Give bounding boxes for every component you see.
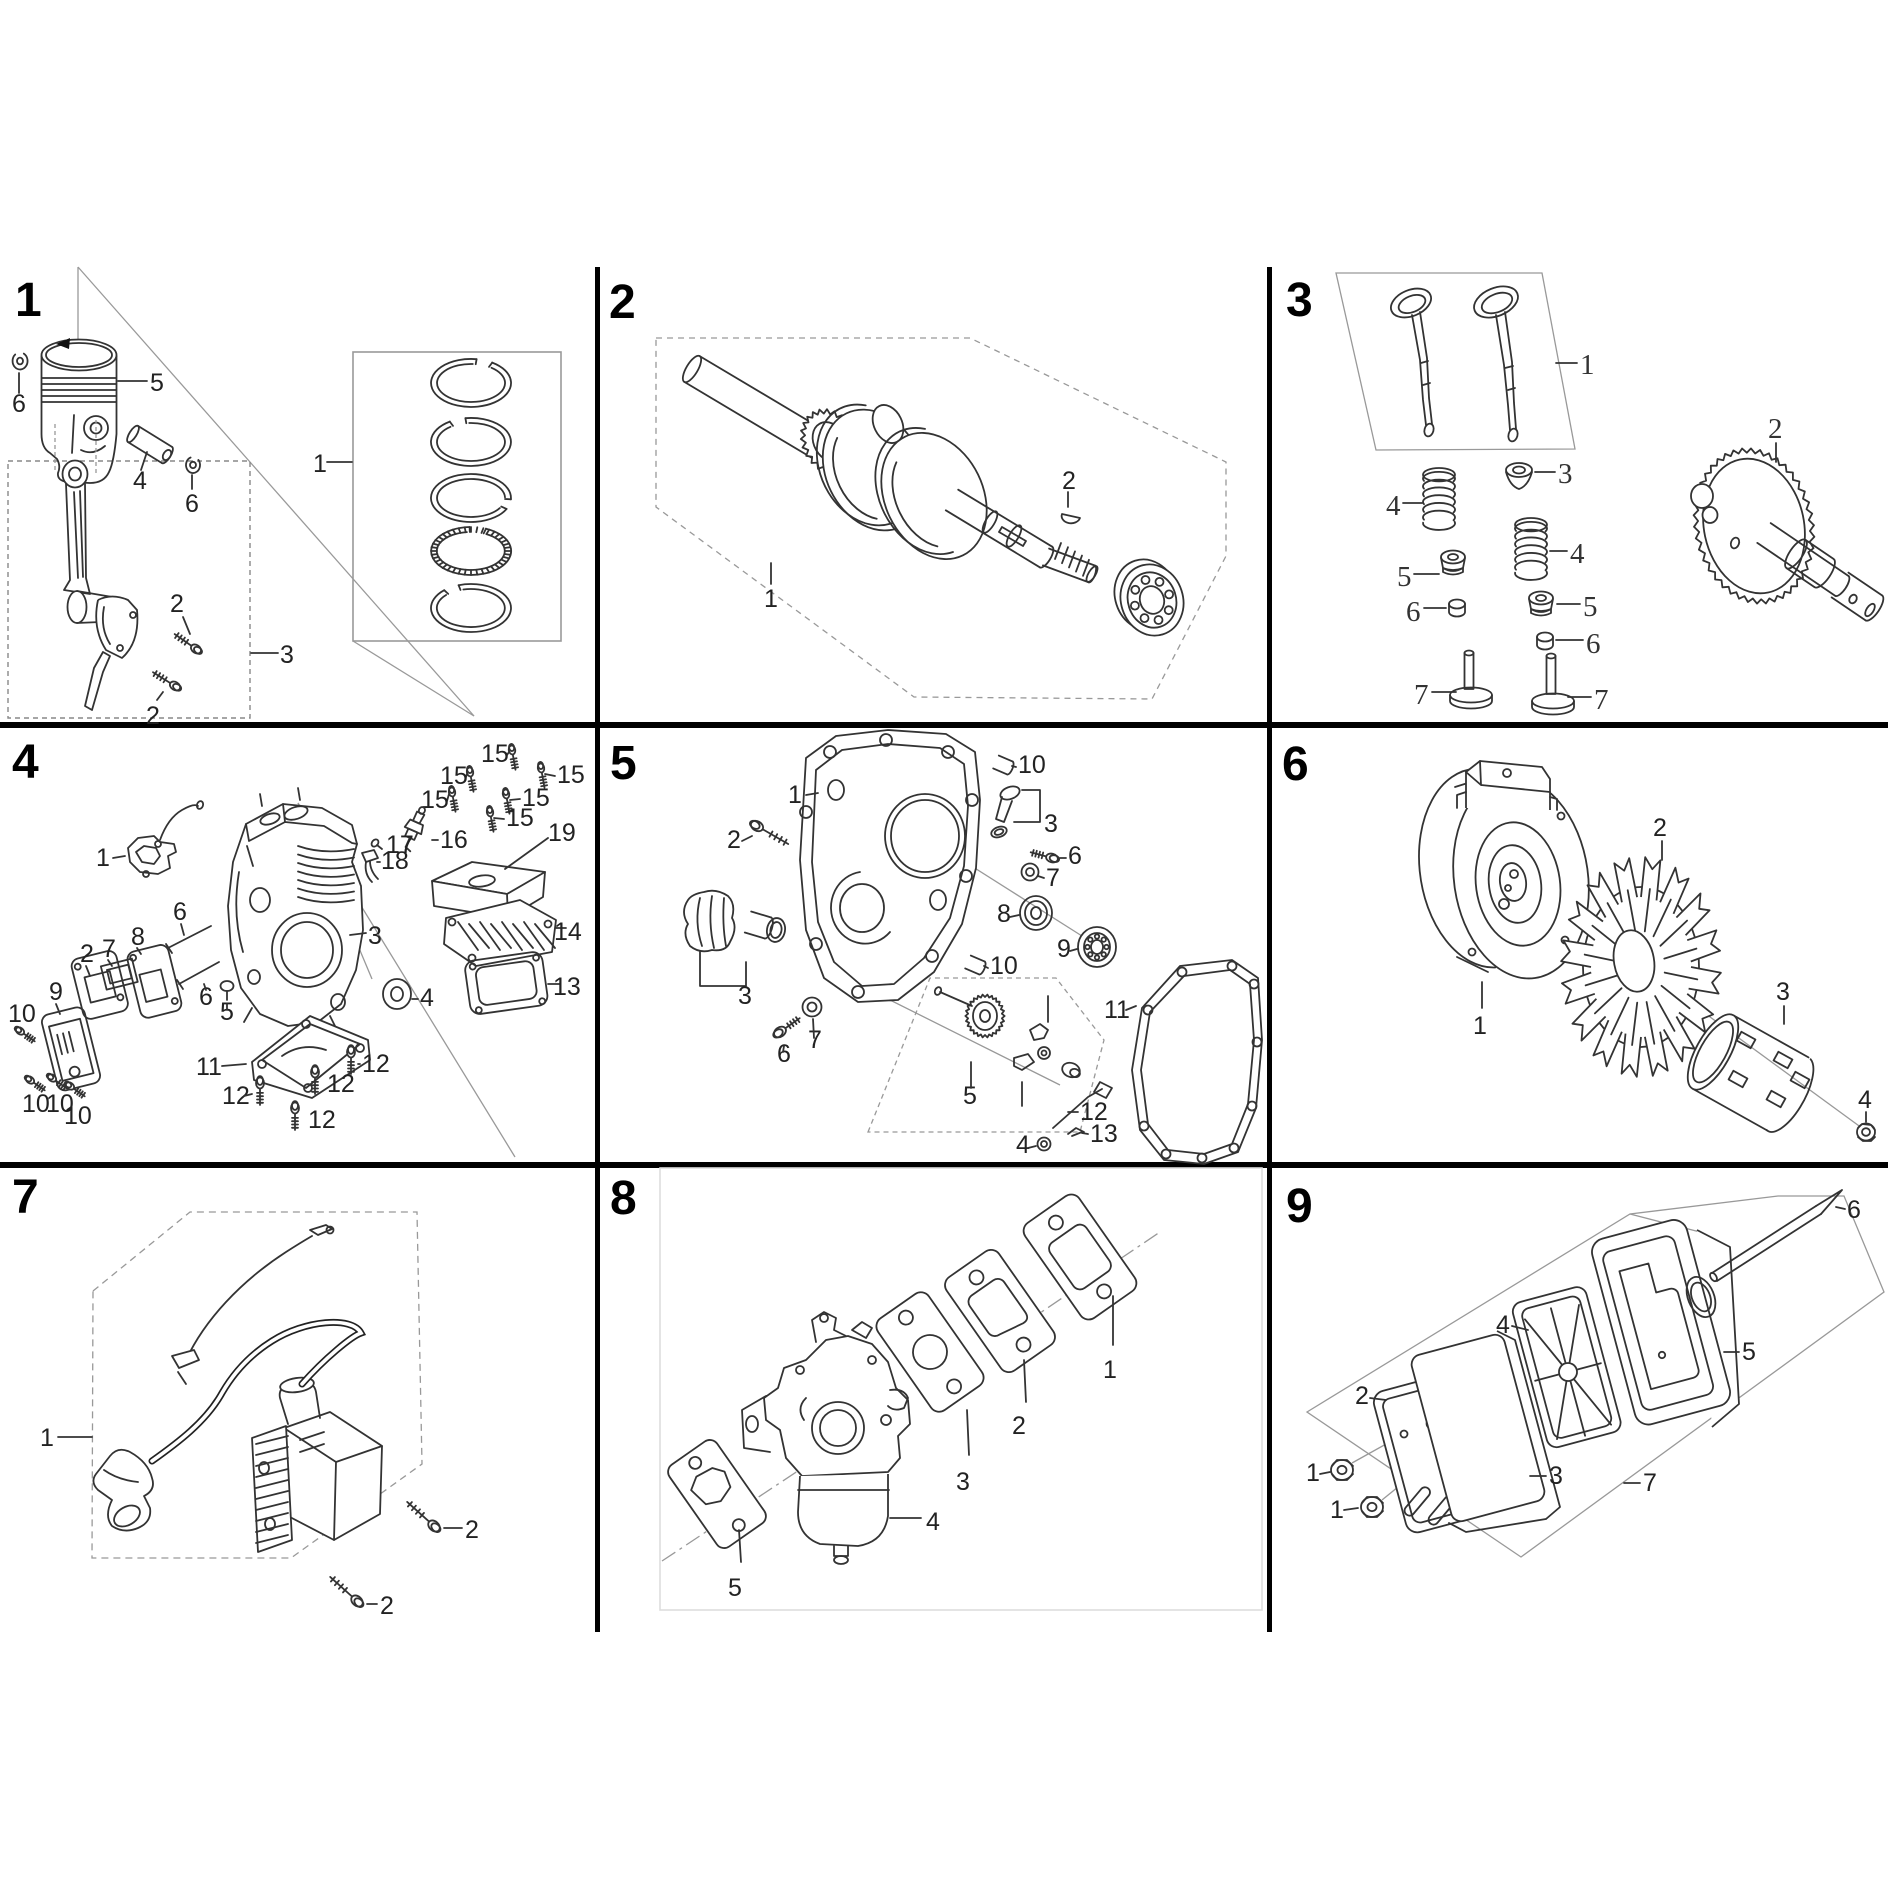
svg-text:6: 6 [185,490,199,518]
svg-text:6: 6 [1068,842,1082,870]
svg-text:1: 1 [313,450,327,478]
svg-text:13: 13 [1090,1120,1118,1148]
svg-text:2: 2 [170,590,184,618]
svg-text:12: 12 [1080,1098,1108,1126]
svg-text:18: 18 [381,847,409,875]
svg-text:3: 3 [1549,1462,1563,1490]
svg-text:1: 1 [1580,349,1595,381]
svg-text:16: 16 [440,826,468,854]
svg-text:4: 4 [1016,1131,1030,1159]
svg-text:12: 12 [308,1106,336,1134]
svg-text:9: 9 [49,978,63,1006]
svg-text:1: 1 [1306,1459,1320,1487]
svg-text:6: 6 [777,1040,791,1068]
svg-text:10: 10 [990,952,1018,980]
svg-text:3: 3 [368,922,382,950]
svg-text:4: 4 [12,736,39,789]
svg-text:11: 11 [196,1053,222,1081]
svg-text:5: 5 [150,369,164,397]
svg-text:5: 5 [1742,1338,1756,1366]
svg-text:15: 15 [522,784,550,812]
svg-text:8: 8 [997,900,1011,928]
svg-text:7: 7 [102,935,116,963]
svg-text:2: 2 [609,276,636,329]
svg-text:7: 7 [1046,864,1060,892]
svg-text:5: 5 [220,998,234,1026]
svg-text:1: 1 [1330,1496,1344,1524]
svg-text:7: 7 [1594,684,1609,716]
svg-text:7: 7 [1414,679,1429,711]
svg-text:15: 15 [440,762,468,790]
svg-text:4: 4 [420,984,434,1012]
svg-text:3: 3 [1558,458,1573,490]
svg-text:19: 19 [548,819,576,847]
svg-text:6: 6 [1847,1196,1861,1224]
svg-text:2: 2 [1355,1382,1369,1410]
svg-text:9: 9 [1057,935,1071,963]
svg-text:10: 10 [1018,751,1046,779]
svg-text:6: 6 [173,898,187,926]
svg-text:6: 6 [12,390,26,418]
svg-text:7: 7 [808,1026,822,1054]
svg-text:3: 3 [280,641,294,669]
svg-text:2: 2 [146,702,160,730]
svg-text:4: 4 [1858,1086,1872,1114]
svg-text:2: 2 [1768,413,1783,445]
svg-text:3: 3 [1044,810,1058,838]
svg-text:1: 1 [96,844,110,872]
svg-text:3: 3 [1286,274,1313,327]
svg-text:15: 15 [506,804,534,832]
svg-text:1: 1 [40,1424,54,1452]
svg-text:6: 6 [199,983,213,1011]
svg-text:5: 5 [610,737,637,790]
svg-text:17: 17 [386,831,414,859]
svg-text:4: 4 [133,467,147,495]
svg-text:15: 15 [557,761,585,789]
svg-text:9: 9 [1286,1180,1313,1233]
svg-text:12: 12 [327,1070,355,1098]
svg-text:12: 12 [362,1050,390,1078]
svg-text:3: 3 [738,982,752,1010]
svg-text:4: 4 [1496,1311,1510,1339]
svg-text:10: 10 [8,1000,36,1028]
svg-text:5: 5 [1397,561,1412,593]
svg-text:10: 10 [46,1090,74,1118]
svg-text:1: 1 [788,781,802,809]
svg-text:6: 6 [1406,596,1421,628]
svg-text:14: 14 [554,918,582,946]
svg-text:4: 4 [1570,538,1585,570]
svg-text:3: 3 [1776,978,1790,1006]
svg-text:10: 10 [64,1102,92,1130]
svg-text:2: 2 [1012,1412,1026,1440]
svg-text:6: 6 [1282,738,1309,791]
svg-text:5: 5 [963,1082,977,1110]
svg-text:8: 8 [610,1172,637,1225]
svg-text:6: 6 [1586,628,1601,660]
svg-text:15: 15 [481,740,509,768]
svg-text:2: 2 [465,1516,479,1544]
svg-text:4: 4 [1386,490,1401,522]
svg-text:2: 2 [380,1592,394,1620]
svg-text:1: 1 [764,585,778,613]
svg-text:5: 5 [1583,591,1598,623]
svg-text:13: 13 [553,973,581,1001]
svg-text:2: 2 [1062,467,1076,495]
svg-text:2: 2 [727,826,741,854]
svg-text:1: 1 [1103,1356,1117,1384]
svg-text:8: 8 [131,923,145,951]
svg-text:3: 3 [956,1468,970,1496]
svg-text:10: 10 [22,1090,50,1118]
svg-text:1: 1 [1473,1012,1487,1040]
svg-text:4: 4 [926,1508,940,1536]
svg-text:2: 2 [1653,814,1667,842]
svg-text:1: 1 [15,274,42,327]
svg-text:7: 7 [1643,1469,1657,1497]
svg-text:5: 5 [728,1574,742,1602]
svg-text:2: 2 [80,940,94,968]
svg-text:7: 7 [12,1171,39,1224]
